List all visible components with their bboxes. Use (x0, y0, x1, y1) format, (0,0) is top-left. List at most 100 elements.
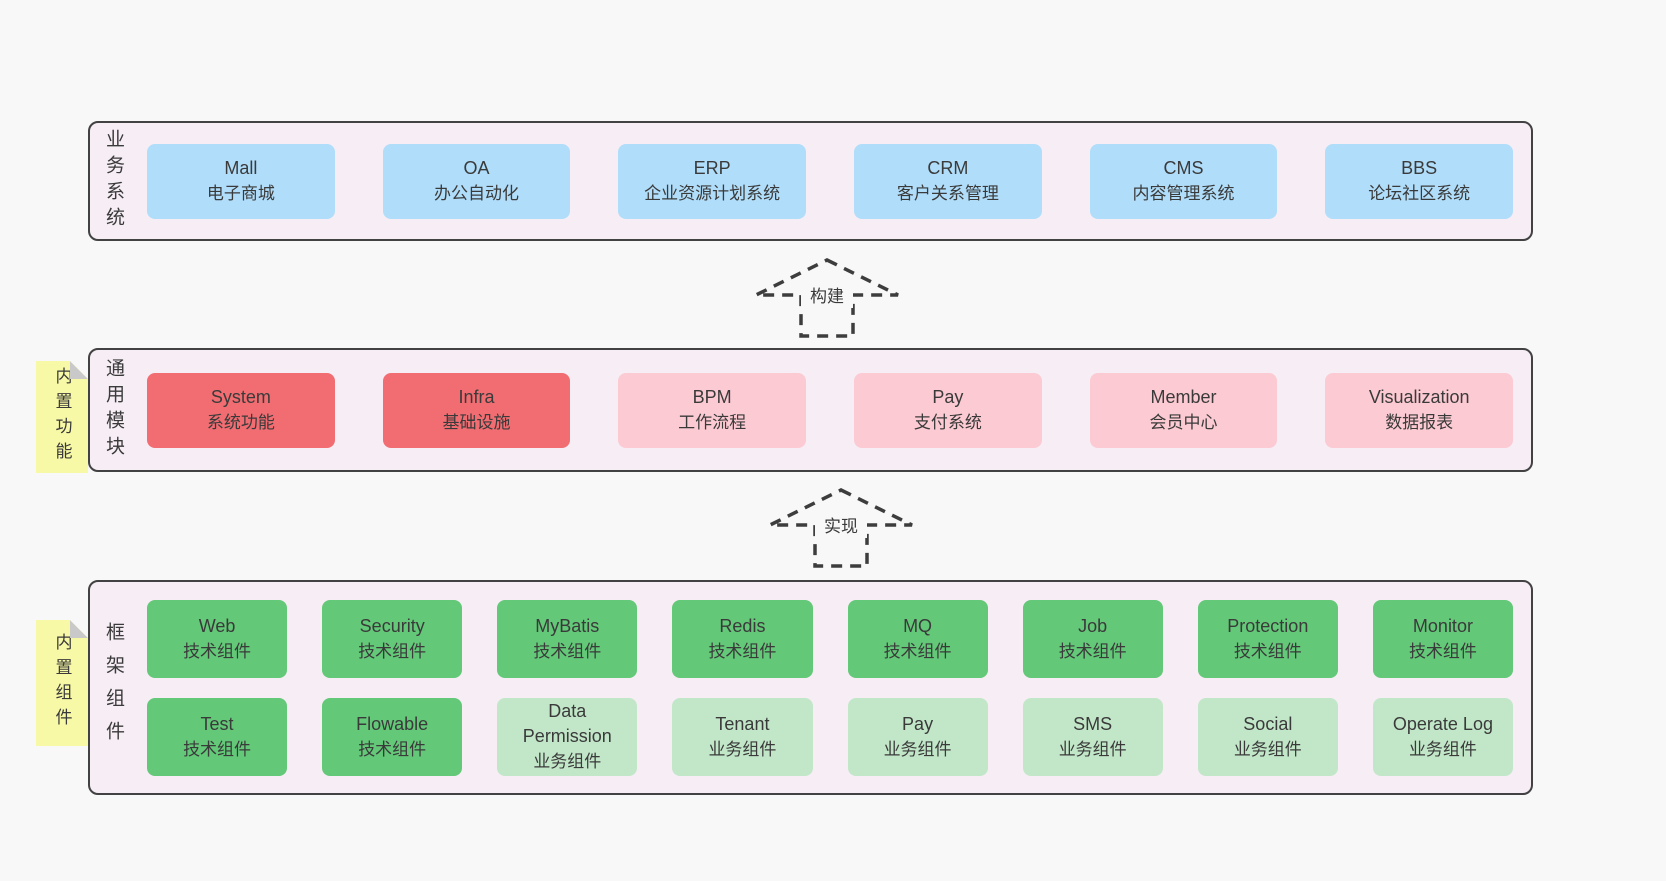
box-subtitle: 业务组件 (533, 752, 602, 771)
module-box-job: Job 技术组件 (1022, 599, 1163, 678)
box-title: Mall (224, 158, 258, 178)
module-box-visualization: Visualization 数据报表 (1325, 372, 1514, 448)
box-row: System 系统功能 Infra 基础设施 BPM 工作流程 Pay 支付系统 Member 会… (147, 372, 1514, 448)
box-subtitle: 技术组件 (358, 641, 427, 661)
folded-corner-icon (70, 620, 88, 638)
layer-common-modules: 通用模块 System 系统功能 Infra 基础设施 BPM 工作流程 Pay 支付系统 Me… (88, 348, 1533, 472)
box-subtitle: 业务组件 (708, 739, 777, 759)
module-box-pay: Pay 支付系统 (854, 372, 1042, 448)
box-title: Job (1078, 615, 1108, 636)
box-title: Web (198, 615, 236, 636)
module-box-tenant: Tenant 业务组件 (672, 697, 813, 776)
box-title: Pay (902, 713, 934, 734)
module-box-bpm: BPM 工作流程 (618, 372, 807, 448)
box-title: Social (1243, 713, 1293, 734)
module-box-protection: Protection 技术组件 (1197, 599, 1338, 678)
box-row: Mall 电子商城 OA 办公自动化 ERP 企业资源计划系统 CRM 客户关系管理 CMS 内容… (147, 143, 1514, 219)
box-subtitle: 电子商城 (206, 184, 275, 203)
box-subtitle: 支付系统 (913, 413, 982, 432)
box-title: BBS (1401, 158, 1438, 178)
box-subtitle: 数据报表 (1385, 413, 1454, 432)
box-title: Visualization (1368, 387, 1470, 407)
box-subtitle: 技术组件 (883, 641, 952, 661)
box-title: MyBatis (535, 615, 600, 636)
box-subtitle: 系统功能 (206, 413, 275, 432)
box-subtitle: 工作流程 (678, 413, 747, 432)
module-box-member: Member 会员中心 (1089, 372, 1278, 448)
box-title: System (210, 387, 271, 407)
box-title: Test (200, 713, 234, 734)
module-box-flowable: Flowable 技术组件 (322, 697, 463, 776)
box-subtitle: 客户关系管理 (896, 184, 999, 203)
box-subtitle: 业务组件 (1408, 739, 1477, 759)
arrow-label: 实现 (824, 517, 858, 536)
module-box-security: Security 技术组件 (322, 599, 463, 678)
box-title: Protection (1227, 615, 1309, 636)
module-box-bbs: BBS 论坛社区系统 (1325, 143, 1514, 219)
box-subtitle: 技术组件 (533, 641, 602, 661)
box-subtitle: 业务组件 (1058, 739, 1127, 759)
box-subtitle: 技术组件 (1233, 641, 1302, 661)
box-subtitle: 技术组件 (183, 739, 252, 759)
builtin-functions-tag: 内置功能 (36, 361, 88, 473)
box-rows: Mall 电子商城 OA 办公自动化 ERP 企业资源计划系统 CRM 客户关系管理 CMS 内容… (147, 123, 1514, 239)
layer-label: 通用模块 (103, 358, 124, 462)
box-title: Security (359, 615, 425, 636)
box-title: MQ (903, 615, 933, 636)
box-subtitle: 办公自动化 (434, 184, 519, 203)
box-subtitle: 技术组件 (183, 641, 252, 661)
box-title: Pay (932, 387, 964, 407)
box-rows: System 系统功能 Infra 基础设施 BPM 工作流程 Pay 支付系统 Member 会… (147, 350, 1514, 470)
box-title: Flowable (356, 713, 429, 734)
layer-label: 业务系统 (103, 129, 124, 233)
builtin-components-tag: 内置组件 (36, 620, 88, 746)
box-title: OA (463, 158, 490, 178)
module-box-crm: CRM 客户关系管理 (854, 143, 1042, 219)
module-box-web: Web 技术组件 (147, 599, 288, 678)
module-box-oa: OA 办公自动化 (382, 143, 571, 219)
box-subtitle: 业务组件 (883, 739, 952, 759)
module-box-social: Social 业务组件 (1197, 697, 1338, 776)
box-title: Redis (719, 615, 766, 636)
box-title: Data Permission (522, 701, 612, 746)
box-subtitle: 技术组件 (708, 641, 777, 661)
module-box-monitor: Monitor 技术组件 (1372, 599, 1513, 678)
box-subtitle: 技术组件 (1058, 641, 1127, 661)
box-subtitle: 基础设施 (442, 413, 511, 432)
box-title: Tenant (715, 713, 770, 734)
module-box-system: System 系统功能 (147, 372, 335, 448)
module-box-operate-log: Operate Log 业务组件 (1372, 697, 1513, 776)
box-title: CRM (927, 158, 969, 178)
box-subtitle: 论坛社区系统 (1368, 184, 1471, 203)
module-box-pay: Pay 业务组件 (847, 697, 988, 776)
layer-business-systems: 业务系统 Mall 电子商城 OA 办公自动化 ERP 企业资源计划系统 CRM 客户关系管理… (88, 121, 1533, 241)
module-box-mq: MQ 技术组件 (847, 599, 988, 678)
arrow-label: 构建 (810, 287, 844, 306)
folded-corner-icon (70, 361, 88, 379)
box-subtitle: 技术组件 (358, 739, 427, 759)
box-title: CMS (1163, 158, 1204, 178)
tag-label: 内置功能 (52, 367, 72, 467)
module-box-cms: CMS 内容管理系统 (1089, 143, 1278, 219)
module-box-erp: ERP 企业资源计划系统 (618, 143, 807, 219)
module-box-data-permission: Data Permission 业务组件 (497, 697, 638, 776)
module-box-mall: Mall 电子商城 (147, 143, 335, 219)
box-subtitle: 业务组件 (1233, 739, 1302, 759)
box-title: Operate Log (1392, 713, 1493, 734)
module-box-test: Test 技术组件 (147, 697, 288, 776)
box-title: Infra (458, 387, 495, 407)
build-arrow-icon: 构建 (752, 256, 902, 340)
box-title: ERP (693, 158, 731, 178)
module-box-mybatis: MyBatis 技术组件 (497, 599, 638, 678)
box-title: Monitor (1412, 615, 1473, 636)
box-subtitle: 会员中心 (1149, 413, 1218, 432)
box-title: BPM (692, 387, 732, 407)
box-title: Member (1150, 387, 1217, 407)
box-subtitle: 技术组件 (1408, 641, 1477, 661)
module-box-sms: SMS 业务组件 (1022, 697, 1163, 776)
box-subtitle: 企业资源计划系统 (644, 184, 781, 203)
box-subtitle: 内容管理系统 (1132, 184, 1235, 203)
box-title: SMS (1073, 713, 1113, 734)
